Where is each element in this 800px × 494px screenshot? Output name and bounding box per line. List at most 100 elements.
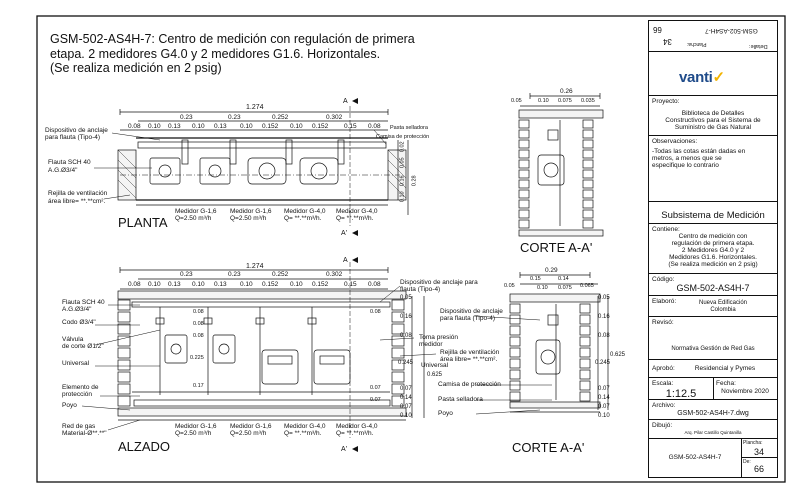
alzado-right-wall	[391, 299, 405, 407]
dim: 0.13	[168, 281, 181, 288]
escala-label: Escala:	[652, 380, 674, 387]
contiene-line-5: (Se realiza medición en 2 psig)	[668, 261, 758, 268]
dim: 0.10	[240, 281, 253, 288]
aprobo-value: Residencial y Pymes	[694, 365, 756, 372]
corte2-label-camisa: Camisa de protección	[438, 381, 501, 388]
corte2-top-total: 0.29	[545, 267, 558, 274]
dim: 0.225	[190, 355, 204, 361]
dim: 0.23	[228, 114, 241, 121]
alzado-label-codo: Codo Ø3/4"	[62, 319, 96, 326]
codigo-value: GSM-502-AS4H-7	[676, 283, 750, 293]
flipped-code: GSM-502-AS4H-7	[705, 27, 758, 34]
planta-view	[94, 106, 409, 226]
dim: 0.15	[530, 276, 541, 282]
meter-flow: Q=2.50 m³/h	[230, 430, 267, 437]
dim: 0.23	[180, 271, 193, 278]
alzado-section-a-prime: A'	[341, 446, 348, 453]
planta-section-a: A	[343, 98, 348, 105]
dibujo-value: Arq. Pilar Castillo Quintanilla	[684, 430, 742, 435]
dim: 0.625	[610, 352, 626, 358]
de-label: De:	[743, 459, 751, 465]
total-value: 66	[753, 464, 764, 474]
dim: 0.02	[399, 141, 406, 153]
alzado-label-elemento-2: protección	[62, 391, 92, 398]
archivo-value: GSM-502-AS4H-7.dwg	[677, 410, 749, 417]
corte2-label-pasta: Pasta selladora	[438, 396, 483, 403]
contiene-label: Contiene:	[652, 226, 680, 233]
drawing-title: GSM-502-AS4H-7: Centro de medición con r…	[50, 32, 470, 76]
corte2-label-anclaje-2: para flauta (Tipo-4)	[440, 315, 496, 322]
dim: 0.10	[192, 123, 205, 130]
dim: 0.10	[192, 281, 205, 288]
dim: 0.075	[558, 98, 572, 104]
alzado-label-elemento-1: Elemento de	[62, 384, 99, 391]
dim: 0.10	[148, 123, 161, 130]
corte1-view	[518, 93, 604, 237]
reviso-label: Revisó:	[652, 319, 674, 326]
corte2-label-poyo: Poyo	[438, 410, 453, 417]
dim: 0.14	[558, 276, 569, 282]
dim: 0.13	[214, 281, 227, 288]
contiene-line-2: regulación de primera etapa.	[671, 240, 755, 247]
dim: 0.10	[399, 191, 406, 203]
proyecto-line-3: Suministro de Gas Natural	[674, 124, 752, 131]
obs-line-1: -Todas las cotas están dadas en	[652, 148, 746, 155]
contiene-line-1: Centro de medición con	[678, 233, 748, 240]
planta-total-dim: 1.274	[246, 104, 264, 111]
dim: 0.10	[537, 285, 548, 291]
aprobo-label: Aprobó:	[652, 365, 675, 372]
flipped-total: 66	[653, 25, 662, 34]
dim: 0.10	[290, 123, 303, 130]
dim: 0.625	[427, 372, 443, 378]
escala-value: 1:12.5	[665, 388, 697, 400]
plancha-value: 34	[753, 447, 764, 457]
section-arrow-planta-top	[352, 98, 358, 104]
planta-label-anclaje: Dispositivo de anclaje para flauta (Tipo…	[45, 127, 108, 141]
corte2-walls	[509, 303, 591, 402]
contiene-line-3: 2 Medidores G4.0 y 2	[681, 247, 745, 254]
dibujo-label: Dibujó:	[652, 422, 673, 429]
dim: 0.10	[290, 281, 303, 288]
dim: 0.152	[312, 281, 329, 288]
dim: 0.07	[400, 386, 412, 392]
section-arrow-planta-bottom	[352, 230, 358, 236]
meter-flow: Q= **.**m³/h.	[336, 215, 374, 222]
meter-name: Medidor G-4,0	[336, 208, 378, 215]
planta-label-ag: A.G.Ø3/4"	[48, 167, 78, 174]
dim: 0.28	[411, 175, 418, 187]
alzado-label-ag: A.G.Ø3/4"	[62, 306, 92, 313]
subsistema: Subsistema de Medición	[661, 210, 765, 221]
dim: 0.08	[193, 309, 204, 315]
corte1-walls	[518, 119, 594, 229]
reviso-value: Normativa Gestión de Red Gas	[671, 346, 755, 352]
meter-name: Medidor G-1,6	[230, 423, 272, 430]
dim: 0.08	[368, 123, 381, 130]
alzado-label-toma-2: medidor	[419, 341, 443, 348]
logo-check-icon: ✓	[712, 69, 726, 86]
codigo-label: Código:	[652, 276, 675, 283]
alzado-label-valvula-1: Válvula	[62, 336, 84, 343]
planta-label-area: área libre= **.**cm².	[48, 198, 106, 205]
title-block: 66 GSM-502-AS4H-7 34 Plancha: Detalle: v…	[648, 20, 778, 478]
dim: 0.07	[598, 404, 610, 410]
dim: 0.07	[370, 397, 381, 403]
vanti-logo: vanti✓	[679, 68, 725, 86]
obs-label: Observaciones:	[652, 138, 698, 145]
dim: 0.16	[399, 175, 406, 187]
dim: 0.152	[312, 123, 329, 130]
dim: 0.245	[595, 360, 611, 366]
corte2-title: CORTE A-A'	[512, 440, 585, 455]
dim: 0.05	[399, 157, 406, 169]
dim: 0.08	[128, 281, 141, 288]
dim: 0.302	[326, 271, 343, 278]
dim: 0.10	[148, 281, 161, 288]
meter-name: Medidor G-4,0	[336, 423, 378, 430]
dim: 0.10	[240, 123, 253, 130]
dim: 0.10	[538, 98, 549, 104]
dim: 0.08	[368, 281, 381, 288]
proyecto-line-2: Constructivos para el Sistema de	[665, 117, 761, 124]
dim: 0.10	[400, 413, 412, 419]
fecha-label: Fecha:	[716, 380, 736, 387]
dim: 0.08	[370, 309, 381, 315]
